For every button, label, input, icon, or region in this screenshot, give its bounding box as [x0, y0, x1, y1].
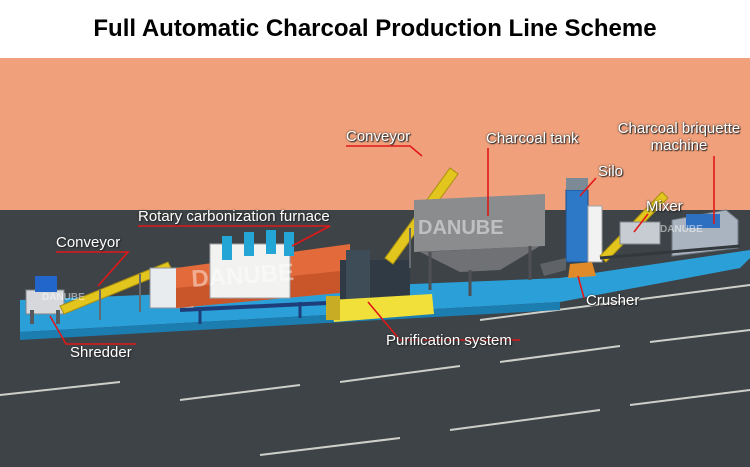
- label-silo: Silo: [598, 163, 624, 180]
- road-markings: [0, 284, 750, 456]
- leader-shredder: [49, 315, 136, 345]
- leader-conveyor-left: [56, 251, 130, 287]
- briquette-machine: [599, 209, 741, 260]
- silo: [565, 178, 603, 263]
- label-conveyor-left: Conveyor: [56, 234, 121, 251]
- leader-mixer: [633, 213, 649, 233]
- leader-purification: [367, 301, 520, 341]
- mixer-unit: [599, 191, 669, 263]
- label-briquette-line2: machine: [650, 137, 708, 154]
- leader-silo: [579, 177, 597, 197]
- label-charcoal-tank: Charcoal tank: [486, 130, 579, 147]
- watermark-shredder: DANUBE: [42, 292, 85, 303]
- watermark-tank: DANUBE: [418, 217, 504, 239]
- watermark-mixer: DANUBE: [660, 224, 703, 235]
- leader-lines: [49, 145, 715, 345]
- leader-crusher: [577, 275, 585, 299]
- sky-backdrop: [0, 58, 750, 211]
- label-crusher: Crusher: [586, 292, 640, 309]
- page-title: Full Automatic Charcoal Production Line …: [0, 0, 750, 58]
- production-line-scene: DANUBE DANUBE DANUBE DANUBE: [0, 58, 750, 467]
- label-purification: Purification system: [386, 332, 512, 349]
- label-conveyor-top: Conveyor: [346, 128, 411, 145]
- label-rotary-furnace: Rotary carbonization furnace: [138, 208, 330, 225]
- rotary-furnace: [149, 230, 391, 324]
- label-shredder: Shredder: [70, 344, 132, 361]
- shredder-machine: [25, 276, 65, 324]
- leader-rotary-furnace: [138, 225, 331, 247]
- charcoal-tank: [414, 194, 545, 296]
- label-briquette-line1: Charcoal briquette: [617, 120, 741, 137]
- label-briquette-machine: Charcoal briquette machine: [604, 120, 750, 154]
- leader-conveyor-top: [346, 145, 423, 157]
- crusher: [540, 258, 596, 278]
- label-mixer: Mixer: [646, 198, 683, 215]
- purification-system: [326, 250, 434, 322]
- ground-plane: [0, 210, 750, 467]
